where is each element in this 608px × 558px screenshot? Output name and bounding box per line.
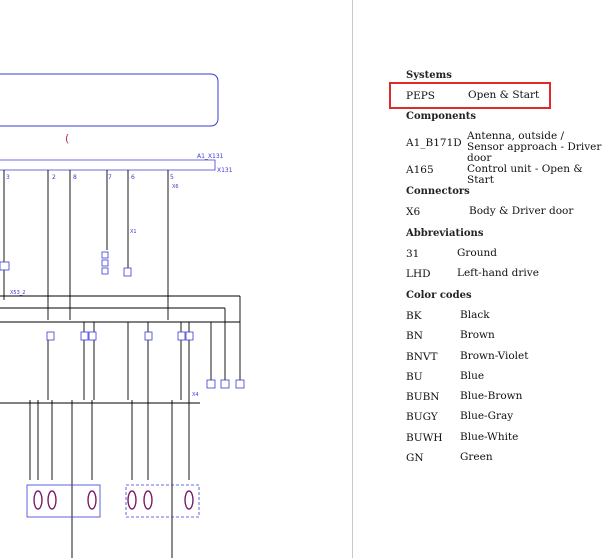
legend-desc: Blue-White [460,431,519,443]
legend-desc: Green [460,451,493,463]
pin-label: 5 [170,174,174,181]
connector-label-x1: X1 [130,229,137,235]
legend-desc: Left-hand drive [457,267,539,279]
connector-frame-lower [0,159,216,171]
legend-code: BNVT [406,351,438,363]
highlight-box [389,82,551,109]
legend-desc: Open & Start [468,89,540,101]
legend-desc: Antenna, outside / Sensor approach - Dri… [467,130,602,164]
legend-desc: Blue [460,370,485,382]
legend-code: BUWH [406,432,443,444]
panel-divider [352,0,353,558]
legend-desc: Brown [460,329,495,341]
connector-boxes [0,251,245,389]
connector-label-x131: X131 [217,167,233,174]
legend-code: LHD [406,268,431,280]
legend-desc: Blue-Gray [460,410,514,422]
pin-label: 3 [6,174,10,181]
legend-desc: Ground [457,247,497,259]
component-frame-right [125,484,200,518]
legend-code: A1_B171D [406,137,462,149]
pin-label: 2 [52,174,56,181]
connector-label-a1x131: A1_X131 [197,153,224,160]
pin-label: 8 [73,174,77,181]
abbreviations-title: Abbreviations [406,228,484,239]
connectors-title: Connectors [406,186,470,197]
components-title: Components [406,111,477,122]
legend-desc: Brown-Violet [460,350,529,362]
legend-code: A165 [406,164,434,176]
legend-desc: Body & Driver door [469,205,574,217]
connector-frame [0,73,219,127]
color-codes-title: Color codes [406,290,472,301]
curly-mark: ( [65,132,69,145]
legend-code: 31 [406,248,420,260]
legend-code: PEPS [406,90,435,102]
legend-desc: Control unit - Open & Start [467,163,583,186]
legend-desc: Black [460,309,490,321]
wires [0,170,241,558]
systems-title: Systems [406,70,452,81]
legend-code: BK [406,310,422,322]
legend-panel: Systems PEPS Open & Start Components A1_… [406,0,606,558]
wiring-diagram: ( A1_X131 X131 3 2 8 7 6 5 [0,73,245,558]
connector-label-x4: X4 [192,392,199,398]
legend-code: BU [406,371,423,383]
legend-code: BN [406,330,423,342]
legend-code: GN [406,452,424,464]
component-symbols [33,490,194,510]
pin-label: 6 [131,174,135,181]
connector-label-x53: X53_2 [10,290,25,296]
legend-code: X6 [406,206,421,218]
component-frame-left [26,484,101,518]
legend-code: BUGY [406,411,438,423]
pin-label: 7 [108,174,112,181]
connector-label-x6: X6 [172,184,179,190]
legend-code: BUBN [406,391,440,403]
legend-desc: Blue-Brown [460,390,523,402]
